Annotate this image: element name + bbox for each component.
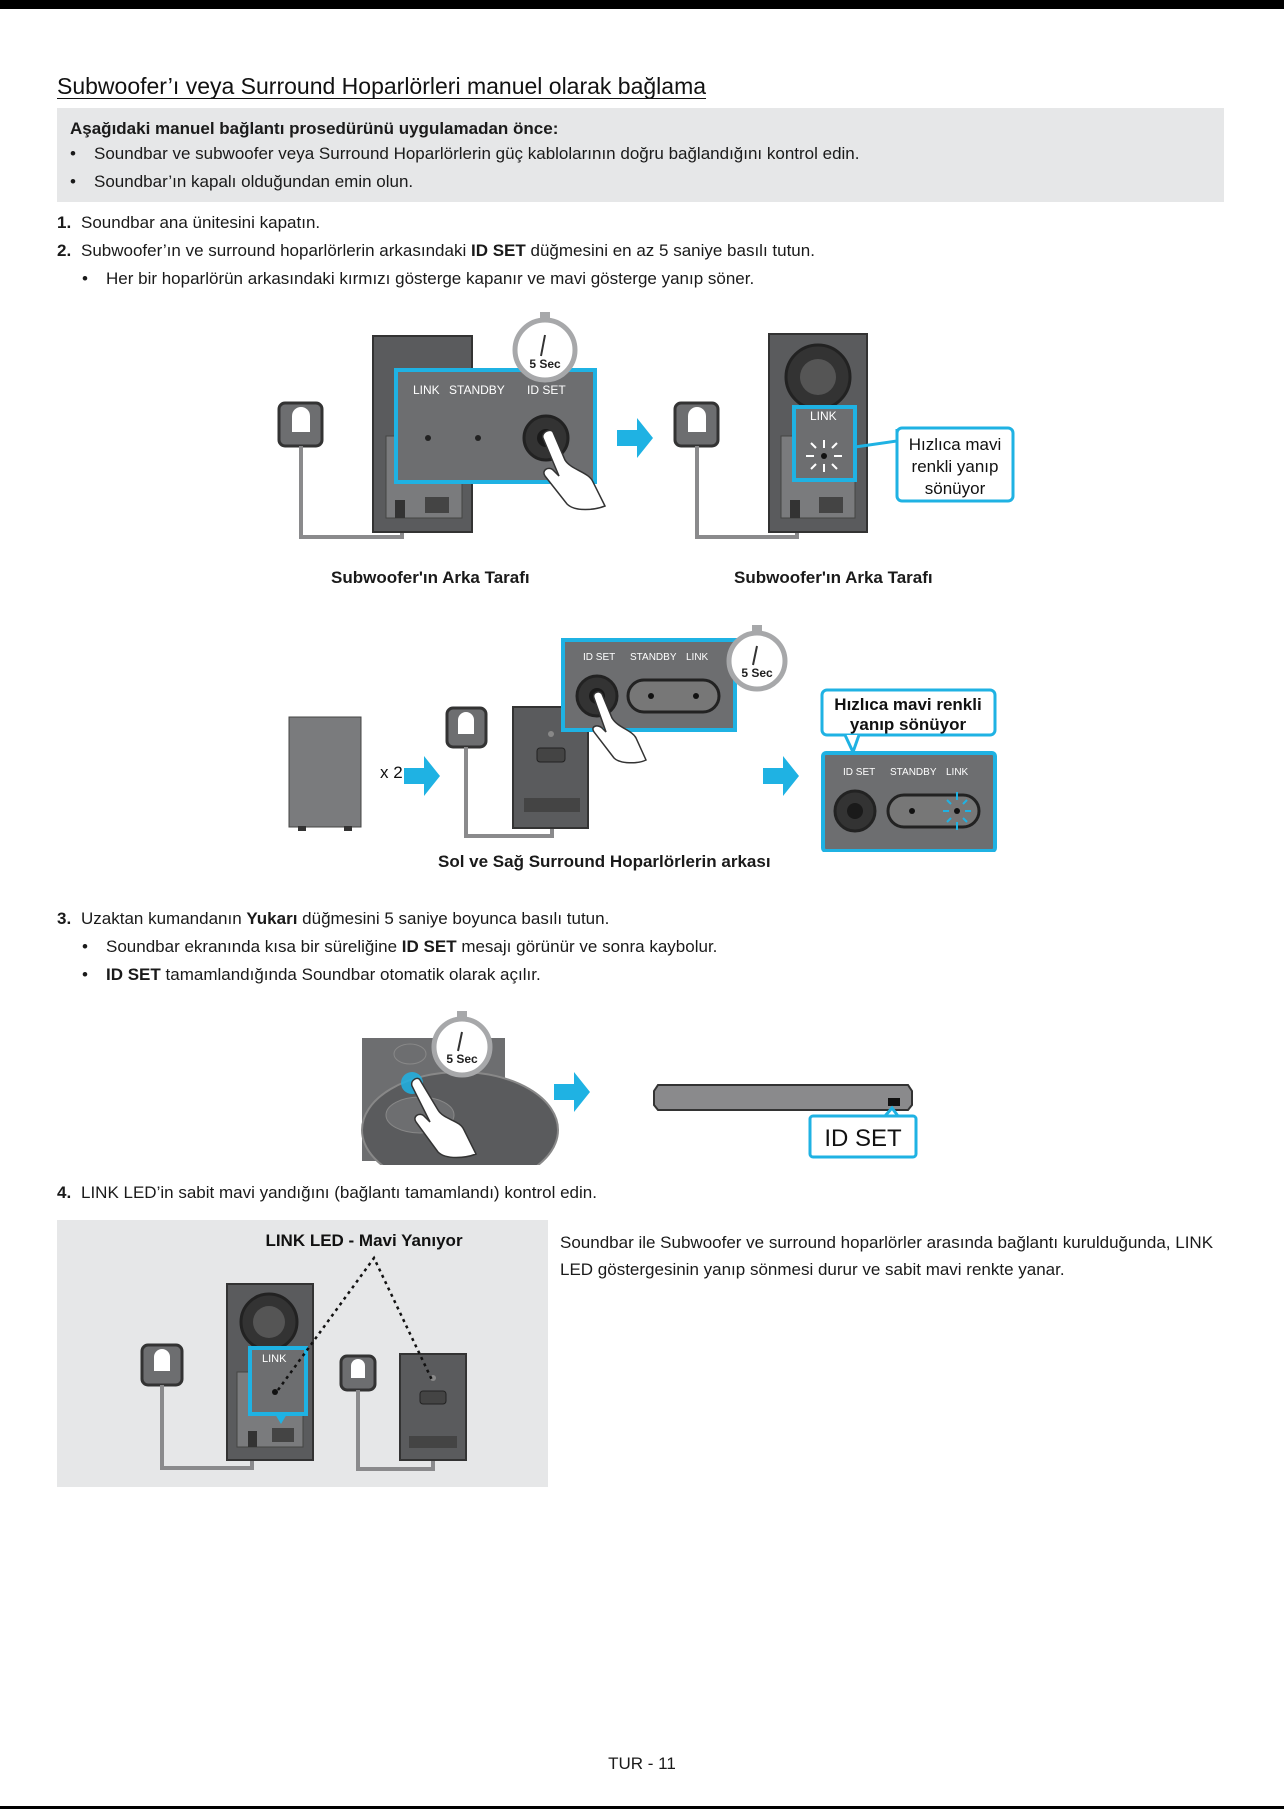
control-panel-zoom: ID SET STANDBY LINK <box>561 638 737 732</box>
multiplier-label: x 2 <box>380 763 403 782</box>
svg-text:LINK: LINK <box>686 652 709 663</box>
panel-label: ID SET <box>527 383 566 397</box>
page-number: TUR - 11 <box>608 1754 676 1773</box>
figure2-caption: Sol ve Sağ Surround Hoparlörlerin arkası <box>438 852 771 871</box>
step-4: 4.LINK LED’in sabit mavi yandığını (bağl… <box>57 1183 597 1202</box>
arrow-right-icon <box>404 756 440 796</box>
id-set-panel-blink: ID SET STANDBY LINK <box>821 751 997 852</box>
arrow-right-icon <box>763 756 799 796</box>
svg-text:renkli yanıp: renkli yanıp <box>912 457 999 476</box>
timer-icon: 5 Sec <box>431 1011 493 1078</box>
power-outlet-icon <box>445 706 554 838</box>
blinking-callout: Hızlıca mavi renkli yanıp sönüyor <box>820 688 997 756</box>
svg-text:LINK: LINK <box>262 1353 287 1365</box>
svg-text:STANDBY: STANDBY <box>890 767 937 778</box>
step-2: 2.Subwoofer’ın ve surround hoparlörlerin… <box>57 241 815 260</box>
panel-label: LINK <box>413 383 440 397</box>
prerequisite-note: Aşağıdaki manuel bağlantı prosedürünü uy… <box>57 108 1224 202</box>
svg-text:ID SET: ID SET <box>843 767 875 778</box>
step-3: 3.Uzaktan kumandanın Yukarı düğmesini 5 … <box>57 909 610 928</box>
hand-icon <box>410 1077 478 1159</box>
svg-text:5 Sec: 5 Sec <box>446 1052 478 1066</box>
top-rule <box>0 0 1284 9</box>
svg-text:ID SET: ID SET <box>824 1125 902 1152</box>
power-outlet-icon <box>339 1354 435 1471</box>
hand-icon <box>592 691 647 764</box>
page-title: Subwoofer’ı veya Surround Hoparlörleri m… <box>57 73 707 100</box>
hand-icon <box>542 429 607 511</box>
remote-control-icon <box>361 1038 559 1165</box>
timer-icon: 5 Sec <box>512 312 578 383</box>
svg-text:LINK: LINK <box>946 767 969 778</box>
soundbar-icon <box>653 1084 913 1111</box>
link-led-figure-box: LINK LED - Mavi Yanıyor LINK <box>57 1220 548 1487</box>
surround-speaker-back-icon <box>399 1353 467 1461</box>
step-3-bullet: •ID SET tamamlandığında Soundbar otomati… <box>82 965 541 984</box>
subwoofer-back-icon: LINK <box>226 1283 314 1461</box>
pointer-lines <box>276 1255 434 1391</box>
svg-text:yanıp sönüyor: yanıp sönüyor <box>850 715 967 734</box>
figure-link-led: LINK LED - Mavi Yanıyor LINK <box>140 1231 467 1471</box>
step-4-description: Soundbar ile Subwoofer ve surround hopar… <box>560 1233 1214 1279</box>
subwoofer-back-icon: LINK <box>768 333 868 533</box>
step-1: 1.Soundbar ana ünitesini kapatın. <box>57 213 321 232</box>
id-set-display-callout: ID SET <box>808 1105 918 1159</box>
step-3-bullet: •Soundbar ekranında kısa bir süreliğine … <box>82 937 718 956</box>
step-2-bullet: •Her bir hoparlörün arkasındaki kırmızı … <box>82 269 755 288</box>
figure-remote-id-set: 5 Sec ID SET <box>361 1011 918 1165</box>
svg-text:5 Sec: 5 Sec <box>741 666 773 680</box>
power-outlet-icon <box>673 401 799 539</box>
surround-speaker-front-icon <box>288 716 362 831</box>
note-bullet: •Soundbar ve subwoofer veya Surround Hop… <box>70 144 860 163</box>
svg-text:5 Sec: 5 Sec <box>529 357 561 371</box>
svg-text:Hızlıca mavi renkli: Hızlıca mavi renkli <box>834 695 981 714</box>
figure-subwoofer-id-set: LINK STANDBY ID SET 5 Sec LINK <box>277 312 1015 539</box>
svg-text:ID SET: ID SET <box>583 652 615 663</box>
svg-text:STANDBY: STANDBY <box>630 652 677 663</box>
panel-label: STANDBY <box>449 383 505 397</box>
svg-text:Hızlıca mavi: Hızlıca mavi <box>909 435 1002 454</box>
arrow-right-icon <box>617 418 653 458</box>
svg-text:sönüyor: sönüyor <box>925 479 986 498</box>
note-bullet: •Soundbar’ın kapalı olduğundan emin olun… <box>70 172 414 191</box>
figure1-caption-right: Subwoofer'ın Arka Tarafı <box>734 568 933 587</box>
figure4-heading: LINK LED - Mavi Yanıyor <box>265 1231 463 1250</box>
blinking-callout: Hızlıca mavi renkli yanıp sönüyor <box>854 426 1015 503</box>
svg-text:LINK: LINK <box>810 409 837 423</box>
power-outlet-icon <box>140 1343 254 1470</box>
figure1-caption-left: Subwoofer'ın Arka Tarafı <box>331 568 530 587</box>
arrow-right-icon <box>554 1072 590 1112</box>
note-heading: Aşağıdaki manuel bağlantı prosedürünü uy… <box>70 119 559 138</box>
bottom-rule <box>0 1806 1284 1809</box>
figure-surround-id-set: x 2 ID SET STANDBY LINK 5 Sec Hızlıca ma… <box>288 625 997 852</box>
timer-icon: 5 Sec <box>726 625 788 692</box>
